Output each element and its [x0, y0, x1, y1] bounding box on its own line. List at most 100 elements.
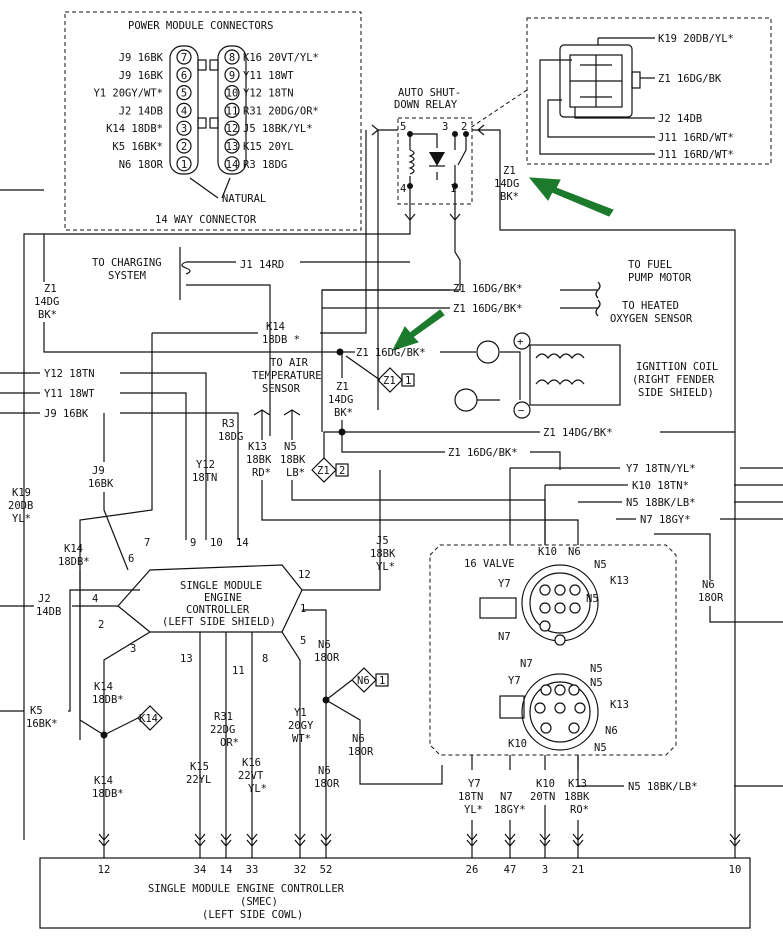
- air-temp-1: TO AIR: [270, 357, 309, 369]
- pm-right-pin-num: 13: [226, 141, 239, 153]
- svg-text:1: 1: [300, 603, 306, 615]
- smec-pin-number: 47: [504, 864, 517, 876]
- n5-1: N5: [284, 441, 297, 453]
- y7-right: Y7 18TN/YL*: [626, 463, 696, 475]
- pm-right-label: R31 20DG/OR*: [243, 105, 319, 117]
- y12-left: Y12 18TN: [44, 368, 95, 380]
- svg-text:10: 10: [210, 537, 223, 549]
- o2-2: OXYGEN SENSOR: [610, 313, 693, 325]
- pm-left-label: N6 18OR: [119, 159, 164, 171]
- n5-bottom: N5 18BK/LB*: [628, 781, 698, 793]
- z1-left-3: BK*: [38, 309, 57, 321]
- relay-pin-3: 3: [442, 121, 448, 133]
- j2-1: J2: [38, 593, 51, 605]
- y1-2: 20GY: [288, 720, 314, 732]
- j2-2: 14DB: [36, 606, 61, 618]
- z1-diamond-1: Z1 1: [377, 367, 415, 393]
- n6a-1: N6: [318, 639, 331, 651]
- power-module-footer: 14 WAY CONNECTOR: [155, 214, 257, 226]
- relay-j11a-label: J11 16RD/WT*: [658, 132, 734, 144]
- svg-text:N7: N7: [498, 631, 511, 643]
- fuel-1: TO FUEL: [628, 259, 672, 271]
- k13-2: 18BK: [246, 454, 272, 466]
- pm-left-pin: [176, 156, 192, 172]
- relay-pin-5: 5: [400, 121, 406, 133]
- j5-3: YL*: [376, 561, 395, 573]
- svg-text:K10: K10: [508, 738, 527, 750]
- k14c-2: 18DB*: [92, 788, 124, 800]
- smec-line-3: (LEFT SIDE COWL): [202, 909, 303, 921]
- svg-text:4: 4: [92, 593, 98, 605]
- pm-right-pin-num: 8: [229, 52, 235, 64]
- air-temp-2: TEMPERATURE: [252, 370, 322, 382]
- charging-1: TO CHARGING: [92, 257, 162, 269]
- svg-text:14: 14: [236, 537, 249, 549]
- svg-text:Z1: Z1: [317, 465, 330, 477]
- pm-right-pin-num: 10: [226, 88, 239, 100]
- r3-1: R3: [222, 418, 235, 430]
- pm-left-pin: [176, 120, 192, 136]
- smec-pin-connector: [504, 833, 516, 858]
- pm-left-pin-num: 3: [181, 123, 187, 135]
- svg-text:K10: K10: [538, 546, 557, 558]
- svg-text:−: −: [518, 405, 524, 417]
- svg-text:7: 7: [144, 537, 150, 549]
- svg-text:11: 11: [232, 665, 245, 677]
- j9-1: J9: [92, 465, 105, 477]
- z1-mid-1: Z1: [336, 381, 349, 393]
- smec-inline-2: ENGINE: [204, 592, 242, 604]
- svg-text:N5: N5: [590, 677, 603, 689]
- svg-text:N5: N5: [586, 593, 599, 605]
- z1-diamond-2: Z1 2: [311, 457, 349, 483]
- k19-2: 20DB: [8, 500, 33, 512]
- pm-left-pin-num: 1: [181, 159, 187, 171]
- sixteen-valve-label: 16 VALVE: [464, 558, 515, 570]
- pm-left-label: J2 14DB: [119, 105, 163, 117]
- k14-diamond: K14: [137, 705, 163, 731]
- pm-right-pin-num: 9: [229, 70, 235, 82]
- svg-text:N5: N5: [590, 663, 603, 675]
- n7b-1: N7: [500, 791, 513, 803]
- y12-1: Y12: [196, 459, 215, 471]
- j9-2: 16BK: [88, 478, 114, 490]
- z1-long-label: Z1 14DG/BK*: [543, 427, 613, 439]
- smec-pin-number: 26: [466, 864, 479, 876]
- n6-right-2: 18OR: [698, 592, 724, 604]
- smec-main: SINGLE MODULE ENGINE CONTROLLER (SMEC) (…: [39, 833, 751, 929]
- fuel-2: PUMP MOTOR: [628, 272, 692, 284]
- pm-right-pin: [224, 84, 240, 101]
- svg-text:1: 1: [379, 675, 385, 687]
- pm-right-pin: [224, 138, 240, 154]
- smec-line-2: (SMEC): [240, 896, 278, 908]
- pm-left-label: K14 18DB*: [106, 123, 163, 135]
- smec-inline: SINGLE MODULE ENGINE CONTROLLER (LEFT SI…: [92, 537, 311, 677]
- y7b-2: 18TN: [458, 791, 483, 803]
- svg-text:6: 6: [128, 553, 134, 565]
- y1-3: WT*: [292, 733, 311, 745]
- k13-3: RD*: [252, 467, 271, 479]
- y1-1: Y1: [294, 707, 307, 719]
- smec-pin-number: 32: [294, 864, 307, 876]
- n5-2: 18BK: [280, 454, 306, 466]
- smec-pin-connector: [220, 833, 232, 858]
- smec-pin-number: 21: [572, 864, 585, 876]
- svg-text:N6: N6: [357, 675, 370, 687]
- pm-left-pin-num: 2: [181, 141, 187, 153]
- svg-text:N5: N5: [594, 742, 607, 754]
- smec-pin-number: 14: [220, 864, 233, 876]
- power-module-title: POWER MODULE CONNECTORS: [128, 20, 273, 32]
- coil-wire-label: Z1 16DG/BK*: [356, 347, 426, 359]
- k14b-2: 18DB*: [92, 694, 124, 706]
- smec-pin-number: 12: [98, 864, 111, 876]
- k13b-1: K13: [568, 778, 587, 790]
- smec-pin-connector: [294, 833, 306, 858]
- svg-text:5: 5: [300, 635, 306, 647]
- pm-right-label: K16 20VT/YL*: [243, 52, 319, 64]
- pm-left-label: J9 16BK: [119, 70, 164, 82]
- svg-text:N5: N5: [594, 559, 607, 571]
- smec-pin-connector: [98, 833, 110, 858]
- n6b-2: 18OR: [348, 746, 374, 758]
- k16-3: YL*: [248, 783, 267, 795]
- relay-connector-box: K19 20DB/YL* Z1 16DG/BK J2 14DB J11 16RD…: [469, 17, 772, 165]
